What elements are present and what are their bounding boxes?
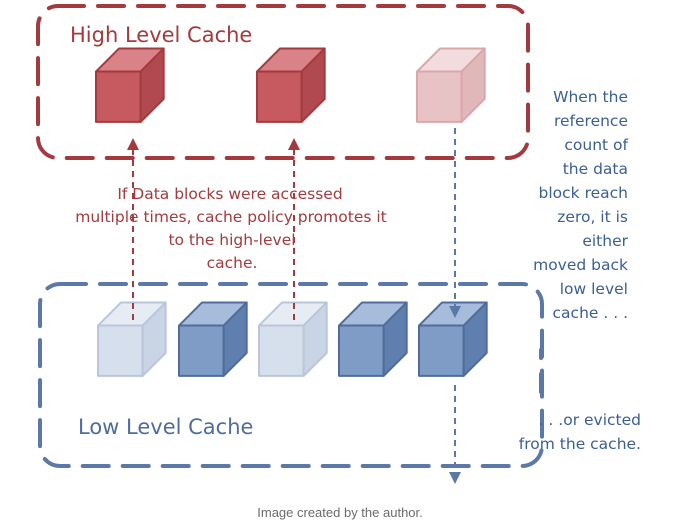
low-cache-block-4: [338, 301, 408, 377]
promotion-arrowhead-1: [127, 138, 139, 150]
promotion-note-line-1: If Data blocks were accessed: [117, 185, 342, 203]
high-cache-block-1: [95, 47, 165, 123]
low-cache-block-1-faded: [97, 301, 167, 377]
high-cache-block-3-faded: [416, 47, 486, 123]
promotion-note: If Data blocks were accessed multiple tim…: [75, 185, 387, 272]
demotion-note: When the reference count of the data block r…: [533, 88, 629, 322]
promotion-arrows: [132, 142, 295, 320]
cube-blocks: [95, 47, 488, 377]
eviction-note: . . .or evicted from the cache.: [519, 411, 641, 453]
demotion-arrowhead: [449, 306, 461, 318]
high-cache-block-2: [256, 47, 326, 123]
image-caption: Image created by the author.: [257, 505, 423, 520]
high-level-cache-box: [36, 4, 530, 160]
low-cache-block-5: [418, 301, 488, 377]
promotion-arrowheads: [127, 138, 300, 150]
demotion-note-line-6: zero, it is: [557, 208, 628, 226]
high-level-cache-title: High Level Cache: [70, 23, 252, 47]
eviction-note-line-1: . . .or evicted: [539, 411, 641, 429]
promotion-note-line-2: multiple times, cache policy promotes it: [75, 208, 387, 226]
eviction-arrowhead: [449, 472, 461, 484]
eviction-note-line-2: from the cache.: [519, 435, 641, 453]
demotion-note-line-7: either: [582, 232, 628, 250]
demotion-note-line-5: block reach: [539, 184, 628, 202]
demotion-note-line-4: the data: [563, 160, 628, 178]
demotion-note-line-1: When the: [553, 88, 628, 106]
low-cache-block-3-faded: [258, 301, 328, 377]
demotion-note-line-10: cache . . .: [553, 304, 628, 322]
demotion-note-line-3: count of: [564, 136, 628, 154]
demotion-note-line-2: reference: [554, 112, 628, 130]
promotion-arrowhead-2: [288, 138, 300, 150]
low-cache-block-2: [178, 301, 248, 377]
promotion-note-line-3: to the high-level: [168, 231, 295, 249]
demotion-note-line-9: low level: [560, 280, 628, 298]
low-level-cache-title: Low Level Cache: [78, 415, 253, 439]
demotion-note-line-8: moved back: [533, 256, 628, 274]
promotion-note-line-4: cache.: [207, 254, 258, 272]
